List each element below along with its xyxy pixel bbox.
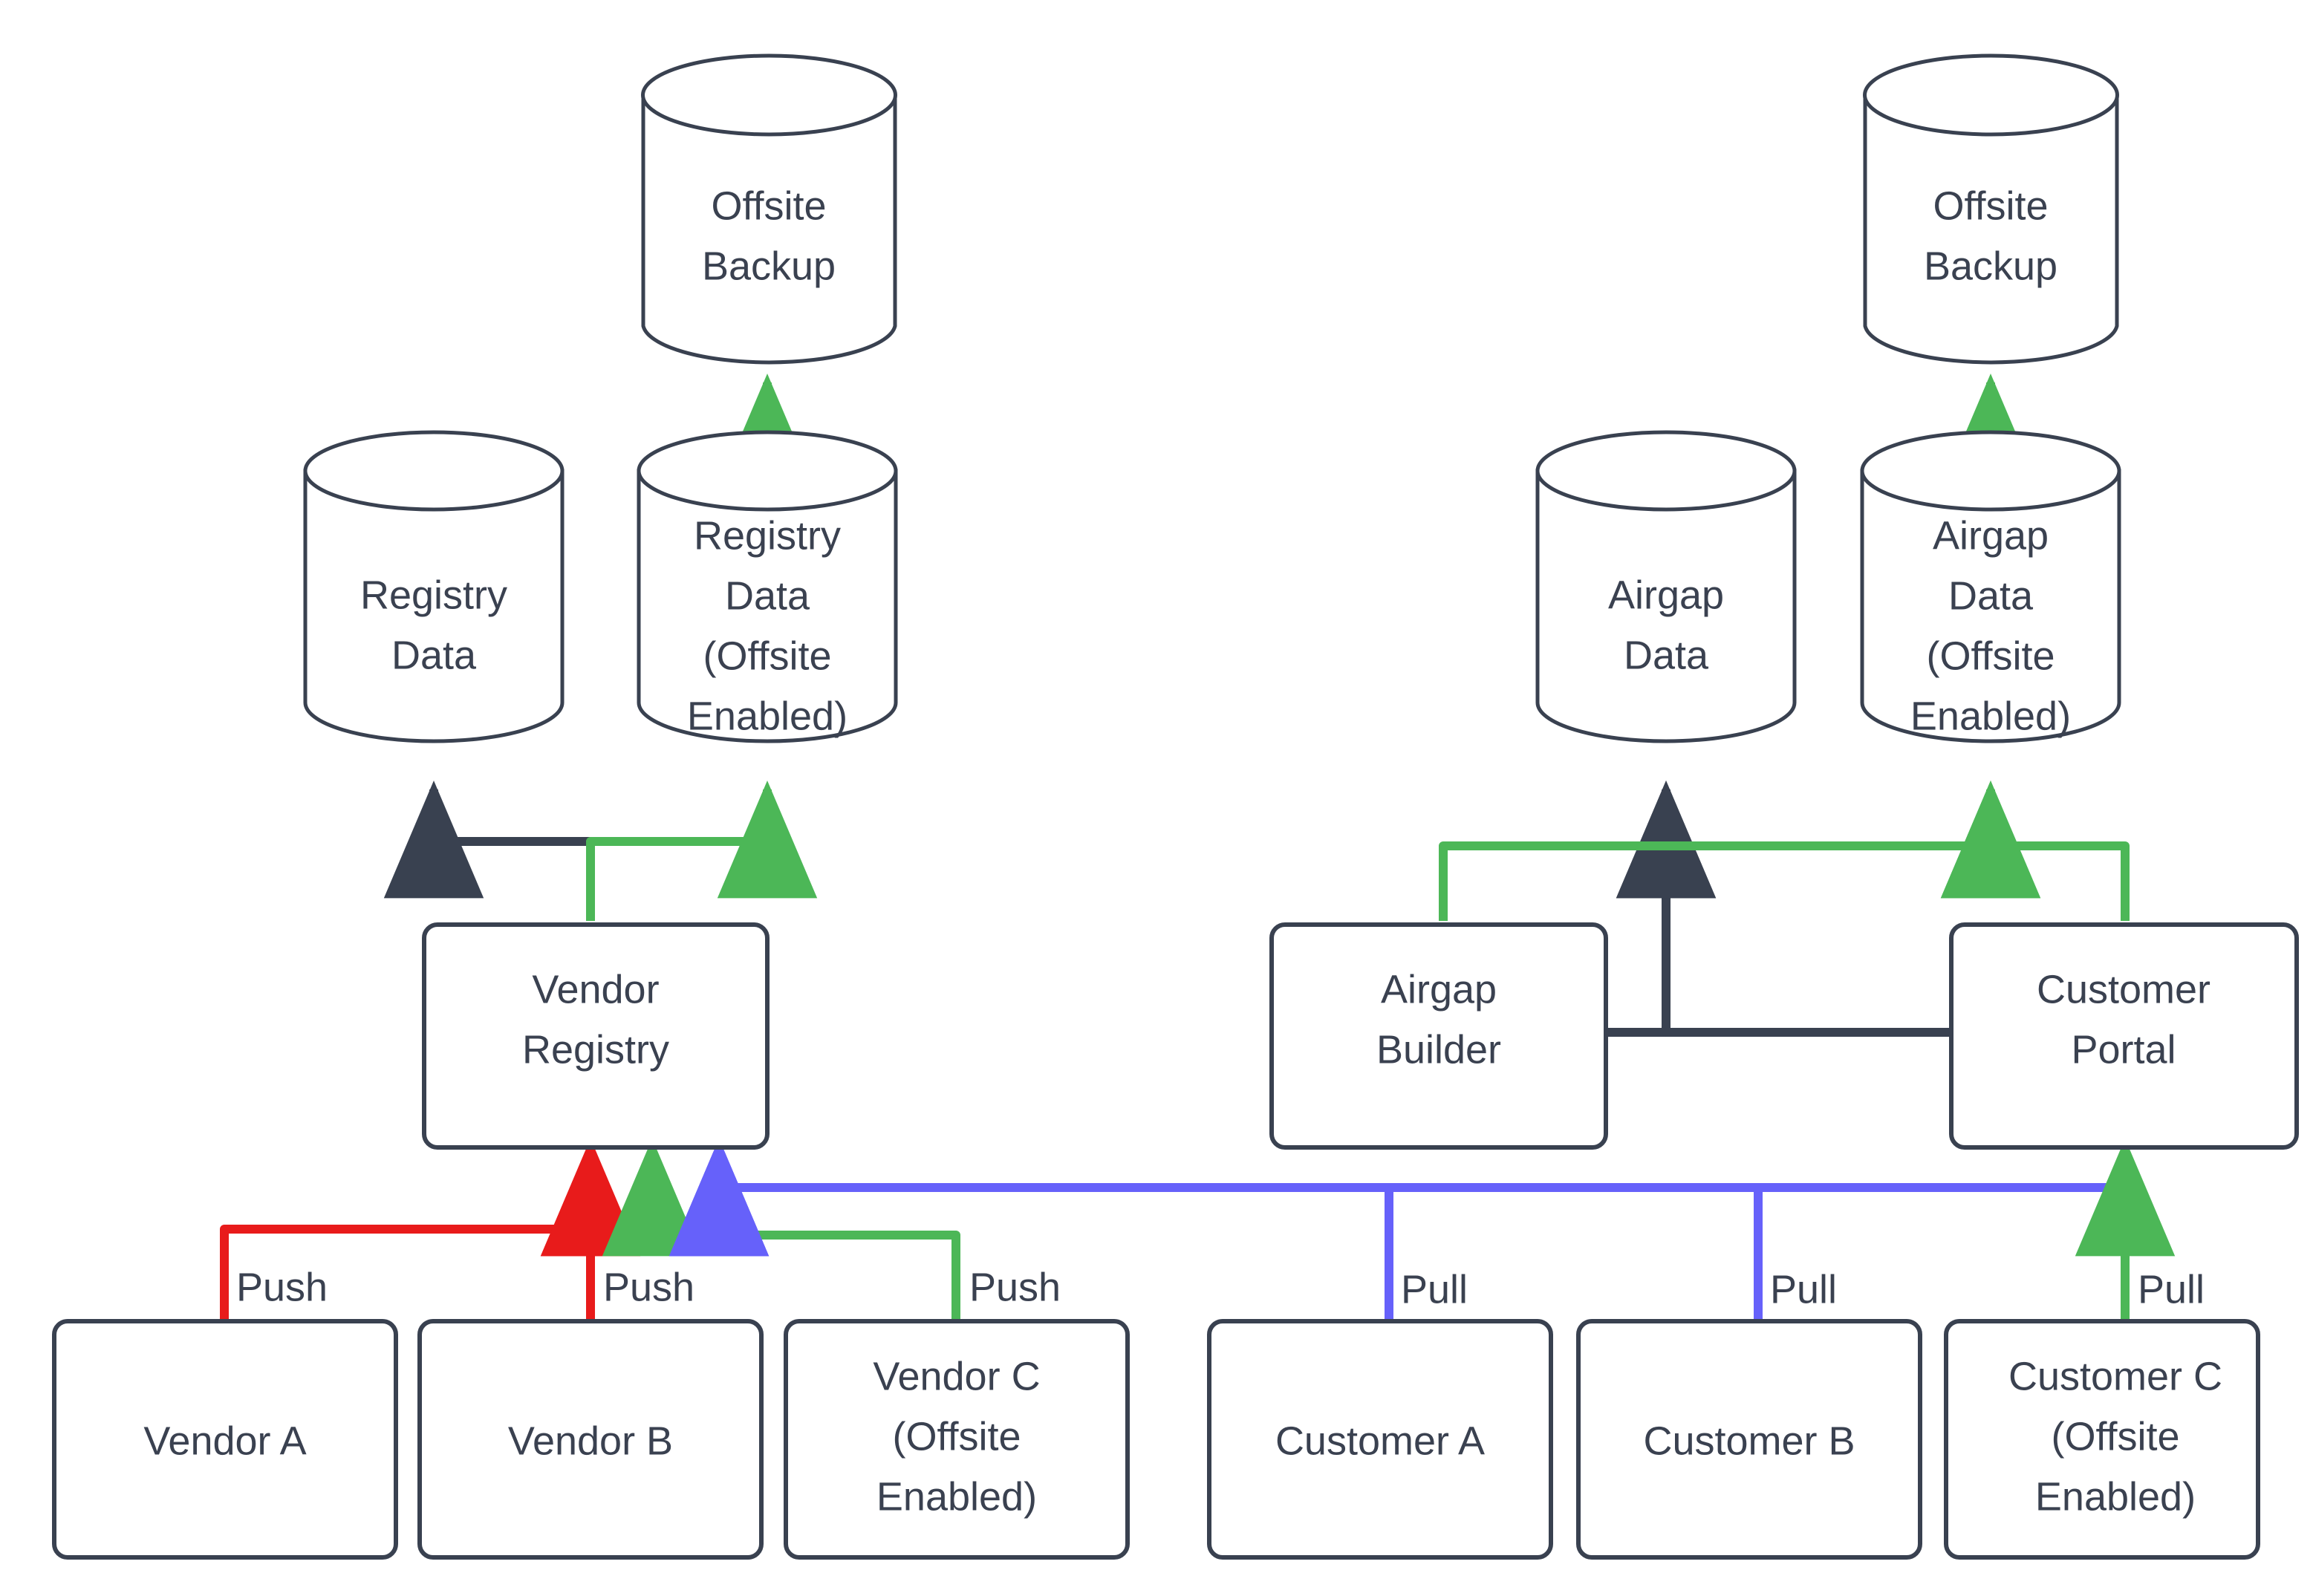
node-vendor-b[interactable]: Vendor B: [417, 1319, 764, 1560]
node-label-registry-data-offsite-line4: Enabled): [687, 694, 848, 738]
node-label-airgap-data-line1: Airgap: [1608, 573, 1724, 617]
node-label-customer-c-line2: (Offsite: [2051, 1414, 2179, 1459]
edge-vendor-registry-to-registry-data-offsite: [586, 780, 818, 921]
edge-label-vendor-b-push: Push: [603, 1265, 694, 1309]
node-label-offsite-backup-right-line2: Backup: [1924, 244, 2057, 288]
node-customer-a[interactable]: Customer A: [1207, 1319, 1553, 1560]
node-label-offsite-backup-right-line1: Offsite: [1933, 183, 2048, 228]
cylinder-top: [637, 430, 898, 512]
edge-label-customer-c-pull: Pull: [2138, 1267, 2205, 1312]
node-box: [52, 1319, 398, 1560]
cylinder-top: [1860, 430, 2121, 512]
node-box: [417, 1319, 764, 1560]
node-label-airgap-data-offsite-line1: Airgap: [1933, 513, 2049, 558]
cylinder-top: [1863, 53, 2119, 137]
node-airgap-builder[interactable]: Airgap Builder: [1269, 922, 1608, 1150]
cylinder-body: [1860, 469, 2121, 743]
node-registry-data-offsite[interactable]: Registry Data (Offsite Enabled): [637, 430, 898, 743]
node-offsite-backup-right[interactable]: Offsite Backup: [1863, 53, 2119, 365]
edge-airgap-builder-to-airgap-data: [1606, 780, 1717, 1037]
node-label-airgap-data-offsite-line4: Enabled): [1910, 694, 2071, 738]
node-vendor-registry[interactable]: Vendor Registry: [422, 922, 770, 1150]
node-label-vendor-a: Vendor A: [143, 1419, 306, 1463]
node-label-registry-data-offsite-line3: (Offsite: [703, 633, 831, 678]
node-registry-data[interactable]: Registry Data: [303, 430, 565, 743]
node-label-customer-c-line3: Enabled): [2035, 1474, 2196, 1519]
cylinder-body: [1863, 93, 2119, 365]
edge-vendor-registry-to-registry-data: [383, 780, 595, 921]
node-box: [1207, 1319, 1553, 1560]
edge-customer-portal-to-airgap-data-offsite: [1940, 780, 2130, 921]
node-label-customer-b: Customer B: [1643, 1419, 1855, 1463]
node-vendor-a[interactable]: Vendor A: [52, 1319, 398, 1560]
node-label-offsite-backup-left-line2: Backup: [702, 244, 836, 288]
edge-customer-portal-to-airgap-data: [1616, 780, 1951, 1037]
node-label-customer-a: Customer A: [1275, 1419, 1485, 1463]
edge-label-vendor-c-push: Push: [969, 1265, 1061, 1309]
node-box: [422, 922, 770, 1150]
edge-vendor-c-to-vendor-registry: [602, 1138, 960, 1319]
node-airgap-data[interactable]: Airgap Data: [1535, 430, 1797, 743]
edge-label-vendor-a-push: Push: [236, 1265, 328, 1309]
node-label-customer-c-line1: Customer C: [2008, 1354, 2222, 1398]
node-label-registry-data-line2: Data: [391, 633, 477, 677]
node-label-registry-data-line1: Registry: [360, 573, 507, 617]
cylinder-top: [1535, 430, 1797, 512]
node-label-airgap-data-line2: Data: [1624, 633, 1709, 677]
node-label-vendor-registry-line1: Vendor: [532, 967, 659, 1012]
node-label-airgap-data-offsite-line3: (Offsite: [1926, 633, 2055, 678]
edge-airgap-builder-to-airgap-data-offsite: [1439, 780, 2041, 921]
node-label-airgap-builder-line1: Airgap: [1381, 967, 1497, 1012]
cylinder-top: [303, 430, 565, 512]
node-label-vendor-registry-line2: Registry: [522, 1027, 669, 1072]
node-label-vendor-c-line3: Enabled): [876, 1474, 1037, 1519]
node-label-registry-data-offsite-line1: Registry: [694, 513, 841, 558]
node-box: [1576, 1319, 1922, 1560]
node-customer-b[interactable]: Customer B: [1576, 1319, 1922, 1560]
edge-label-customer-b-pull: Pull: [1770, 1267, 1837, 1312]
cylinder-body: [641, 93, 897, 365]
cylinder-top: [641, 53, 897, 137]
node-label-registry-data-offsite-line2: Data: [725, 573, 810, 618]
node-box: [1944, 1319, 2260, 1560]
node-vendor-c[interactable]: Vendor C (Offsite Enabled): [784, 1319, 1130, 1560]
node-box: [1949, 922, 2299, 1150]
node-label-vendor-c-line2: (Offsite: [892, 1414, 1021, 1459]
node-label-customer-portal-line1: Customer: [2037, 967, 2210, 1012]
cylinder-body: [303, 469, 565, 743]
node-label-vendor-b: Vendor B: [508, 1419, 673, 1463]
cylinder-body: [1535, 469, 1797, 743]
node-label-customer-portal-line2: Portal: [2071, 1027, 2176, 1072]
node-customer-portal[interactable]: Customer Portal: [1949, 922, 2299, 1150]
edge-label-customer-a-pull: Pull: [1401, 1267, 1468, 1312]
node-label-vendor-c-line1: Vendor C: [873, 1354, 1040, 1398]
cylinder-body: [637, 469, 898, 743]
node-box: [1269, 922, 1608, 1150]
node-label-airgap-data-offsite-line2: Data: [1948, 573, 2034, 618]
node-label-offsite-backup-left-line1: Offsite: [711, 183, 826, 228]
edge-customer-portal-rail-to-vendor-registry: [668, 1138, 2125, 1257]
node-airgap-data-offsite[interactable]: Airgap Data (Offsite Enabled): [1860, 430, 2121, 743]
node-label-airgap-builder-line2: Builder: [1376, 1027, 1501, 1072]
node-box: [784, 1319, 1130, 1560]
node-offsite-backup-left[interactable]: Offsite Backup: [641, 53, 897, 365]
node-customer-c[interactable]: Customer C (Offsite Enabled): [1944, 1319, 2260, 1560]
